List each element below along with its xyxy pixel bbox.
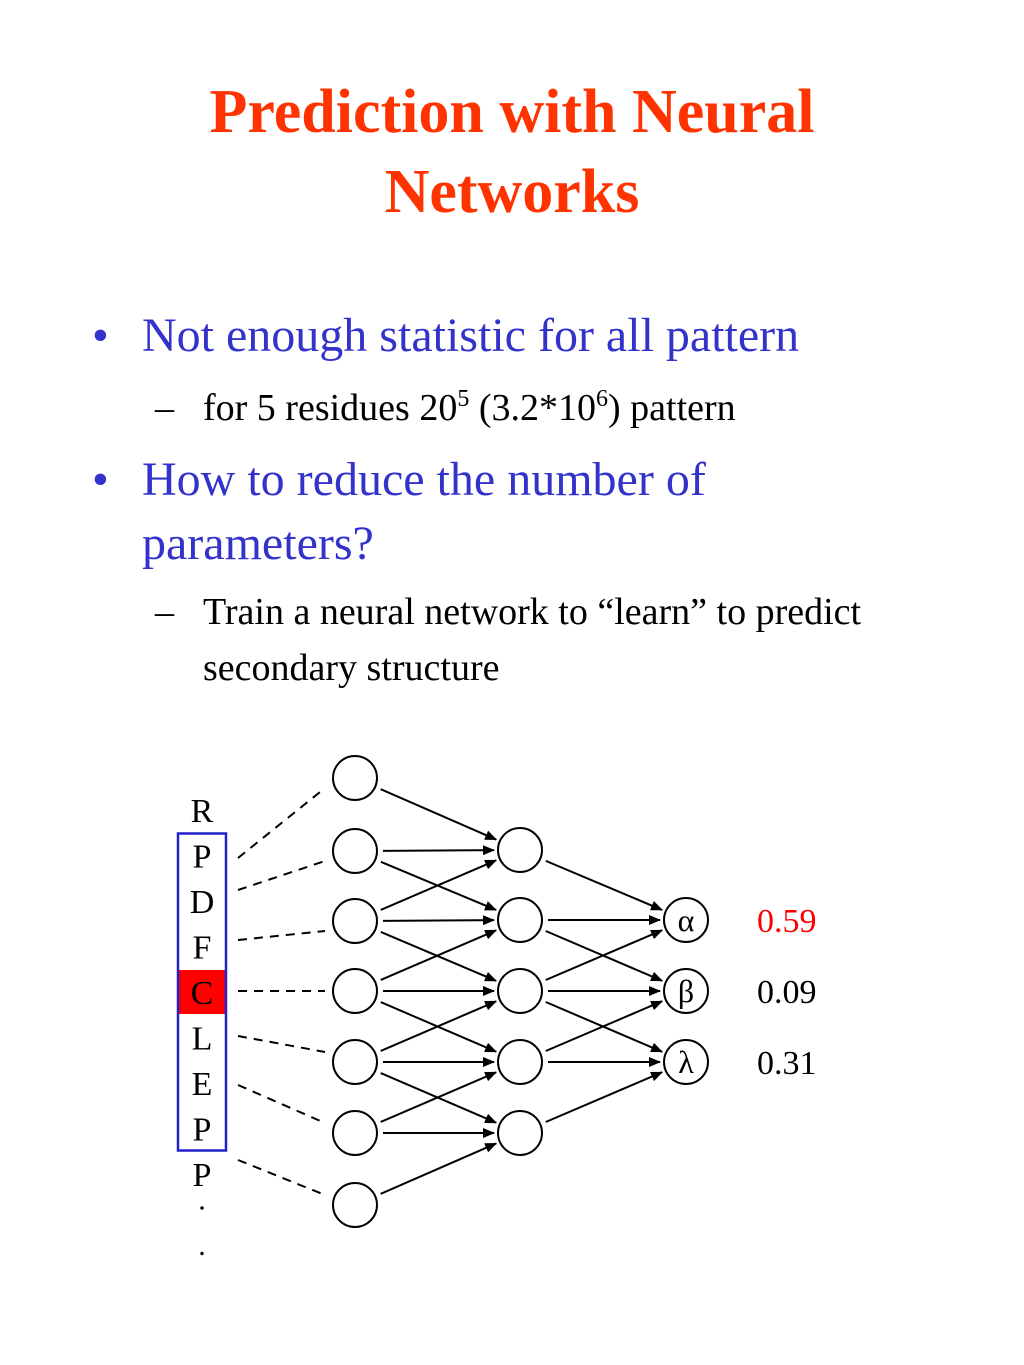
output-node (663, 897, 709, 943)
window-to-input-dashed-line (237, 930, 326, 941)
sub-bullet-1-text: for 5 residues 205 (3.2*106) pattern (203, 386, 736, 429)
input-node (332, 1039, 378, 1085)
sequence-residue: F (193, 930, 212, 967)
sequence-residue: C (191, 975, 214, 1012)
sequence-residue: . (198, 1184, 206, 1217)
input-to-hidden-arrow (380, 859, 498, 911)
sequence-residue: P (193, 1112, 212, 1149)
input-to-hidden-arrow (380, 929, 498, 981)
title-line-2: Networks (384, 158, 640, 226)
bullet-marker: • (92, 453, 109, 506)
sequence-residue: . (198, 1229, 206, 1262)
output-probability: 0.31 (757, 1045, 817, 1082)
hidden-to-output-arrow (545, 929, 664, 981)
hidden-to-output-arrow (545, 1000, 664, 1052)
sequence-residue: E (192, 1066, 213, 1103)
hidden-node (497, 1110, 543, 1156)
output-symbol: λ (678, 1044, 694, 1080)
sub-bullet-marker: – (155, 387, 174, 429)
title-line-1: Prediction with Neural (209, 78, 815, 146)
window-to-input-dashed-line (237, 1035, 326, 1053)
input-to-hidden-arrow (380, 1000, 498, 1052)
output-node (663, 968, 709, 1014)
input-to-hidden-arrow (380, 1071, 498, 1123)
hidden-node (497, 897, 543, 943)
window-to-input-dashed-line (237, 860, 326, 891)
input-to-hidden-arrow (382, 845, 496, 856)
bullet-2-text: How to reduce the number of parameters? (142, 453, 706, 570)
sequence-residue: D (190, 884, 215, 921)
hidden-node (497, 827, 543, 873)
input-node (332, 898, 378, 944)
window-to-input-dashed-line (237, 1159, 326, 1196)
input-to-hidden-arrow (382, 915, 496, 926)
output-symbol: β (678, 973, 694, 1009)
sequence-residue: P (193, 1157, 212, 1194)
hidden-node (497, 968, 543, 1014)
window-to-input-dashed-line (237, 1084, 326, 1124)
output-probability: 0.59 (757, 903, 817, 940)
window-to-input-dashed-line (237, 787, 326, 859)
input-to-hidden-arrow (380, 931, 497, 982)
sequence-residue: L (192, 1021, 213, 1058)
hidden-to-output-arrow (545, 1071, 664, 1123)
input-to-hidden-arrow (380, 788, 498, 841)
bullet-1-text: Not enough statistic for all pattern (142, 309, 800, 362)
bullet-marker: • (92, 309, 109, 362)
hidden-to-output-arrow (545, 859, 663, 911)
highlighted-residue-cell (178, 970, 226, 1014)
output-probability: 0.09 (757, 974, 817, 1011)
input-node (332, 1182, 378, 1228)
input-window-box (176, 832, 228, 1152)
sub-bullet-marker: – (155, 591, 174, 633)
input-node (332, 968, 378, 1014)
output-node (663, 1039, 709, 1085)
sequence-residue: P (193, 839, 212, 876)
sub-bullet-2-text: Train a neural network to “learn” to pre… (203, 591, 862, 689)
input-node (332, 755, 378, 801)
input-node (332, 1110, 378, 1156)
input-to-hidden-arrow (380, 1142, 498, 1195)
input-node (332, 828, 378, 874)
output-symbol: α (678, 902, 695, 938)
slide-title: Prediction with Neural Networks (0, 72, 1024, 232)
hidden-node (497, 1039, 543, 1085)
sequence-residue: R (191, 793, 214, 830)
